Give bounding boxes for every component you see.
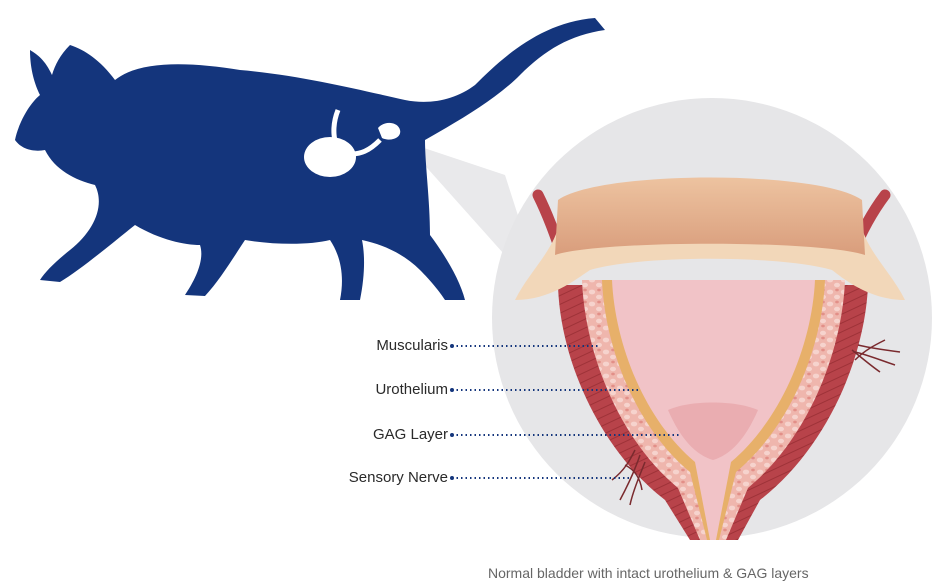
label-muscularis: Muscularis	[376, 337, 448, 354]
figure-caption: Normal bladder with intact urothelium & …	[488, 565, 809, 581]
label-gag-layer: GAG Layer	[373, 426, 448, 443]
label-urothelium: Urothelium	[375, 381, 448, 398]
label-sensory-nerve: Sensory Nerve	[349, 469, 448, 486]
